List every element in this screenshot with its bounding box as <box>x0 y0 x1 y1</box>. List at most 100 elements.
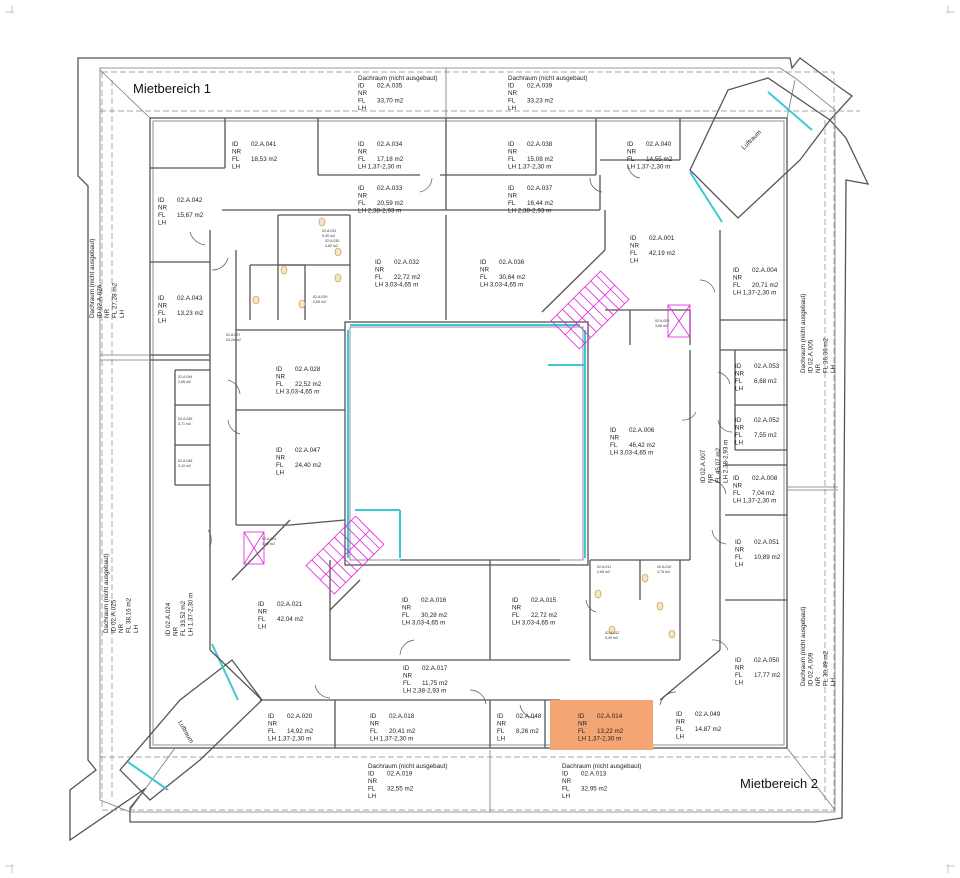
room-id: ID 02.A.009 <box>808 652 815 686</box>
room-area: 13,22 m2 <box>597 728 624 735</box>
room-area: 13,23 m2 <box>177 310 204 317</box>
room-area: 8,26 m2 <box>516 728 539 735</box>
id-key: ID <box>375 259 382 266</box>
fl-key: FL <box>158 212 166 219</box>
room-header: Dachraum (nicht ausgebaut) <box>508 75 587 82</box>
room-area: 14,92 m2 <box>287 728 314 735</box>
nr-key: NR <box>508 193 518 200</box>
fl-key: FL <box>358 98 366 105</box>
room-id: 02.A.036 <box>499 259 525 266</box>
lh-key: LH <box>276 470 285 477</box>
room-area: 9,49 m2 <box>605 636 618 640</box>
room-id: 02.A.037 <box>527 185 553 192</box>
room-id: 02.A.027 <box>226 333 240 337</box>
fl-key: FL <box>276 381 284 388</box>
room-area: 42,19 m2 <box>649 250 676 257</box>
room-id: 02.A.045 <box>178 417 192 421</box>
nr-key: NR <box>735 425 745 432</box>
nr-key: NR <box>708 473 715 483</box>
room-area: 7,04 m2 <box>752 490 775 497</box>
room-area: 33,70 m2 <box>377 98 404 105</box>
nr-key: NR <box>815 676 822 686</box>
fl-key: FL <box>676 726 684 733</box>
nr-key: NR <box>358 90 368 97</box>
nr-key: NR <box>512 605 522 612</box>
room-id: 02.A.050 <box>754 657 780 664</box>
room-height: LH 3,03-4,65 m <box>512 620 555 627</box>
room-id: 02.A.014 <box>597 713 623 720</box>
fl-key: FL <box>508 156 516 163</box>
room-id: 02.A.017 <box>422 665 448 672</box>
room-area: 22,52 m2 <box>295 381 322 388</box>
room-id: 02.A.012 <box>605 631 619 635</box>
id-key: ID <box>627 141 634 148</box>
nr-key: NR <box>627 149 637 156</box>
zone-label-left: Mietbereich 1 <box>133 81 211 96</box>
room-id: 02.A.011 <box>597 565 611 569</box>
room-area: 14,55 m2 <box>646 156 673 163</box>
room-height: LH 1,37-2,30 m <box>358 164 401 171</box>
room-id: 02.A.006 <box>629 427 655 434</box>
nr-key: NR <box>497 721 507 728</box>
room-id: 02.A.010 <box>657 565 671 569</box>
stair-south-west <box>305 515 385 595</box>
room-height: LH 1,37-2,30 m <box>508 164 551 171</box>
room-id: 02.A.033 <box>377 185 403 192</box>
room-height: LH 1,37-2,30 m <box>733 498 776 505</box>
id-key: ID <box>497 713 504 720</box>
room-area: 18,53 m2 <box>251 156 278 163</box>
id-key: ID <box>578 713 585 720</box>
